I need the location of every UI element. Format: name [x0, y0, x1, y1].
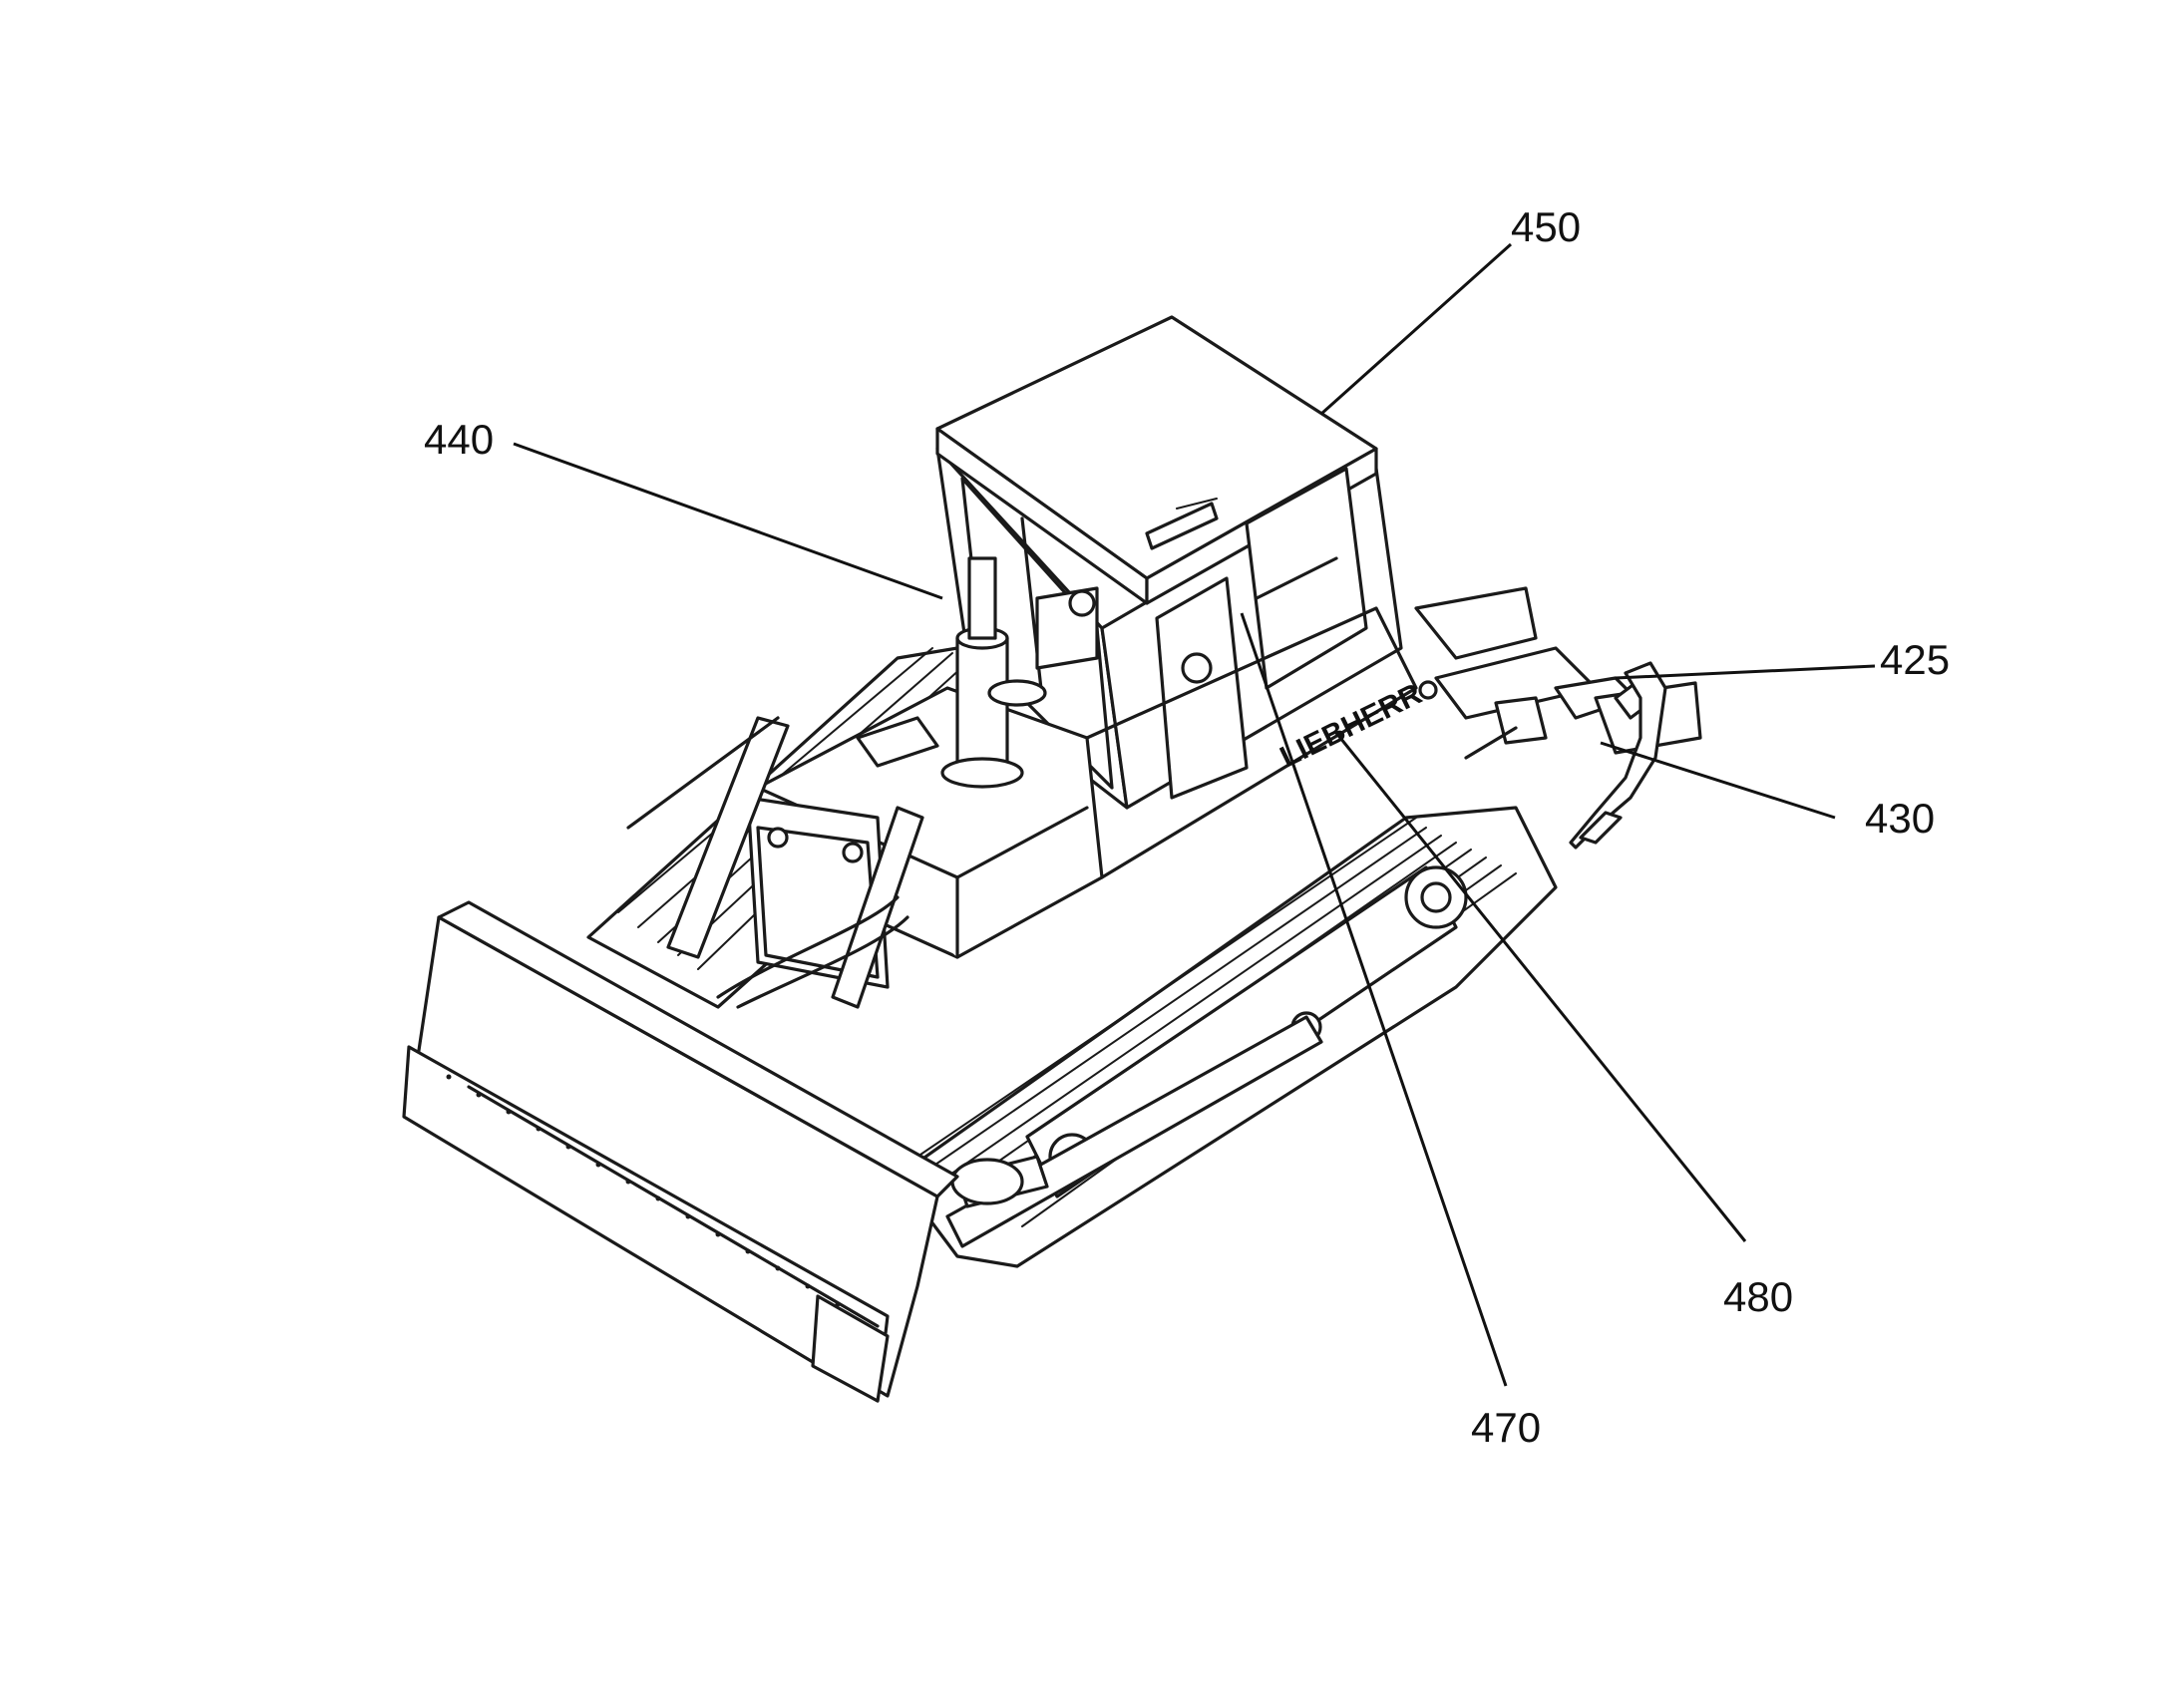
leader-lines [513, 242, 1876, 1387]
ripper-mount-sensor [1418, 680, 1438, 700]
ref-label-430: 430 [1865, 795, 1935, 842]
leader-425 [1615, 664, 1876, 680]
leader-440 [513, 442, 943, 600]
bulldozer-illustration: LIEBHERR [402, 315, 1702, 1403]
dozer-blade [402, 900, 959, 1403]
cab [935, 315, 1403, 810]
ripper-assembly [1414, 586, 1702, 850]
ref-label-440: 440 [424, 416, 494, 463]
leader-470 [1240, 612, 1508, 1387]
ref-label-470: 470 [1471, 1404, 1541, 1451]
leader-480 [1334, 732, 1747, 1242]
lift-cylinders [626, 716, 924, 1009]
exhaust-stack [940, 556, 1047, 789]
reference-numerals: 450 440 425 430 480 470 [424, 203, 1950, 1451]
ref-label-425: 425 [1880, 636, 1950, 683]
ref-label-450: 450 [1511, 203, 1581, 250]
ref-label-480: 480 [1723, 1273, 1793, 1320]
push-frame [945, 1015, 1323, 1248]
leader-430 [1600, 741, 1836, 820]
ripper-shank [1569, 661, 1667, 850]
leader-450 [1319, 242, 1513, 416]
